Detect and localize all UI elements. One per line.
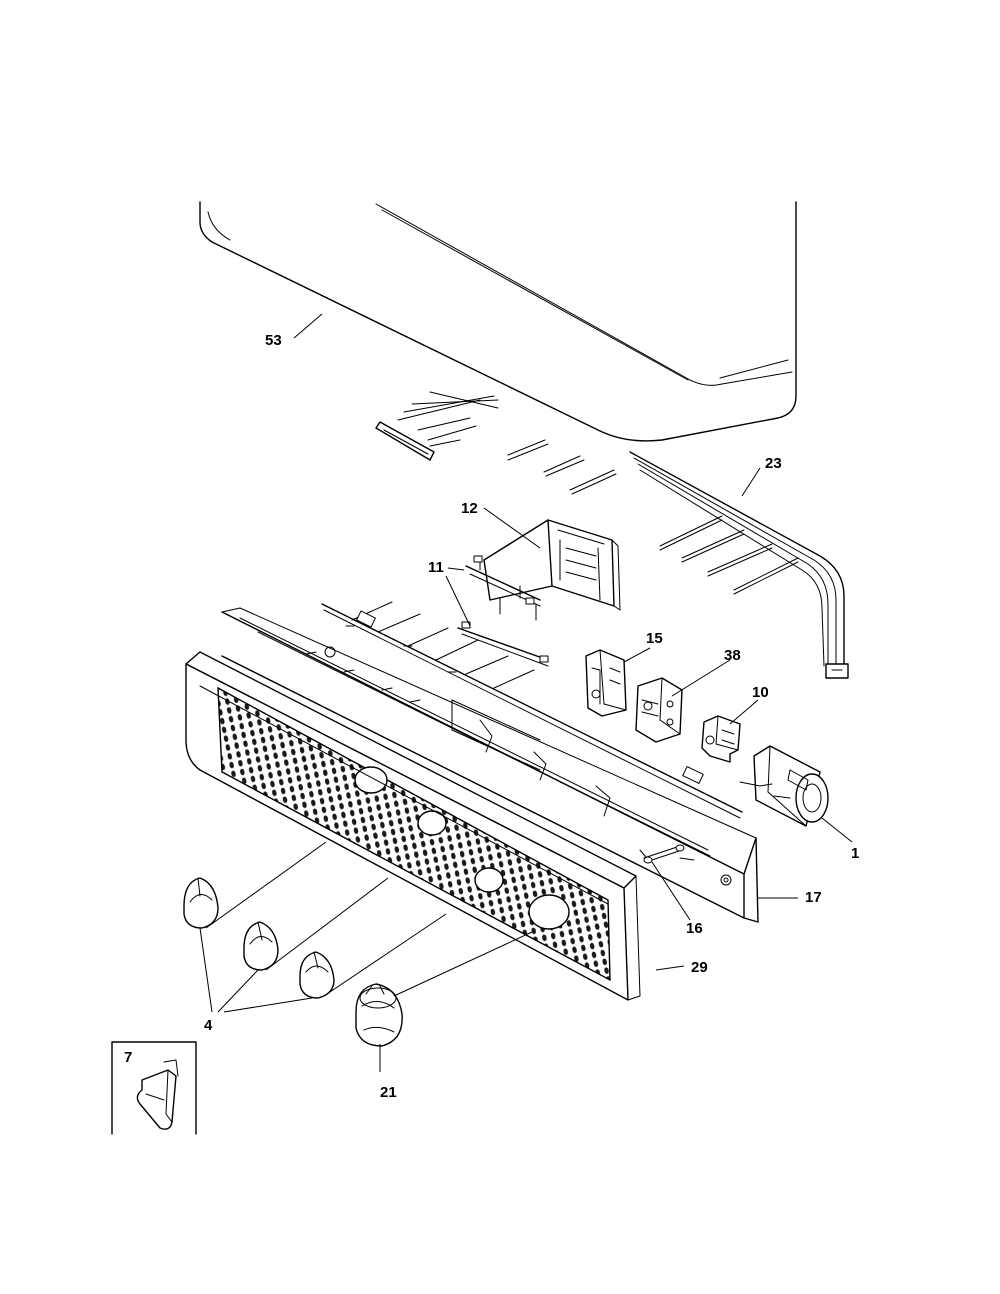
knob-4c <box>299 951 335 999</box>
knob-4b <box>243 921 279 971</box>
knob-4a <box>183 877 219 929</box>
shaft-16 <box>643 844 685 864</box>
label-15: 15 <box>646 630 663 647</box>
knob-21 <box>355 983 403 1047</box>
label-21: 21 <box>380 1084 397 1101</box>
switch-38 <box>635 677 683 743</box>
label-38: 38 <box>724 647 741 664</box>
label-12: 12 <box>461 500 478 517</box>
timer <box>739 745 829 827</box>
label-29: 29 <box>691 959 708 976</box>
switch-15 <box>585 649 627 717</box>
label-1: 1 <box>851 845 859 862</box>
label-17: 17 <box>805 889 822 906</box>
switch-10 <box>701 715 741 763</box>
label-23: 23 <box>765 455 782 472</box>
label-10: 10 <box>752 684 769 701</box>
label-16: 16 <box>686 920 703 937</box>
label-4: 4 <box>204 1017 213 1034</box>
support-rails <box>457 555 549 667</box>
inset-clip <box>111 1041 197 1135</box>
label-7: 7 <box>124 1049 132 1066</box>
label-11: 11 <box>428 559 444 576</box>
leader-lines <box>199 313 853 1072</box>
cabinet-top <box>199 201 797 442</box>
label-53: 53 <box>265 332 282 349</box>
control-bracket <box>483 519 621 611</box>
wire-harness <box>629 451 849 679</box>
terminals-top <box>507 439 617 495</box>
control-console <box>221 607 759 923</box>
wire-connector-top <box>375 391 499 461</box>
control-panel-back <box>321 601 743 819</box>
callout-labels: 53 23 12 11 15 38 10 1 17 16 29 4 21 7 <box>124 332 859 1101</box>
front-panel <box>185 651 641 1001</box>
